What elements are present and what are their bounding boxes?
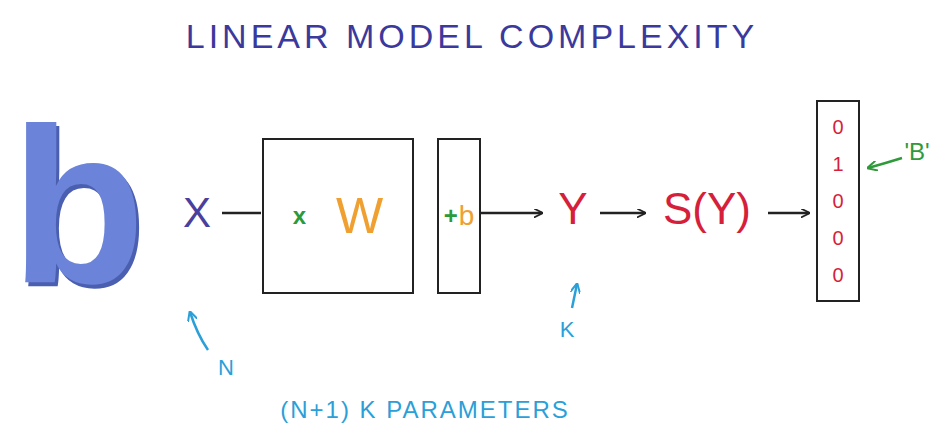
flow-arrow [600, 212, 645, 215]
weight-symbol: W [336, 191, 383, 241]
softmax-symbol: S(Y) [663, 187, 751, 231]
letter-illustration: b [11, 96, 145, 316]
input-symbol: X [183, 192, 211, 234]
pointer-arrow [572, 284, 577, 308]
flow-arrow [768, 212, 809, 215]
flow-arrow [481, 212, 542, 215]
weight-box: xW [262, 138, 414, 294]
dimension-label: N [218, 357, 234, 379]
title: LINEAR MODEL COMPLEXITY [186, 19, 759, 53]
input-line [222, 212, 261, 215]
pointer-arrow [190, 312, 208, 350]
parameter-count: (N+1) K PARAMETERS [280, 398, 570, 422]
bias-symbol: b [459, 202, 475, 230]
one-hot-vector: 0 1 0 0 0 [816, 100, 860, 302]
operator: + [444, 204, 458, 228]
bias-box: +b [437, 138, 481, 294]
pointer-arrow [868, 158, 902, 168]
dimension-label: K [560, 319, 575, 341]
output-symbol: Y [558, 187, 587, 231]
vector-values: 0 1 0 0 0 [831, 109, 845, 294]
operator: x [293, 204, 306, 228]
class-label: 'B' [904, 140, 929, 164]
